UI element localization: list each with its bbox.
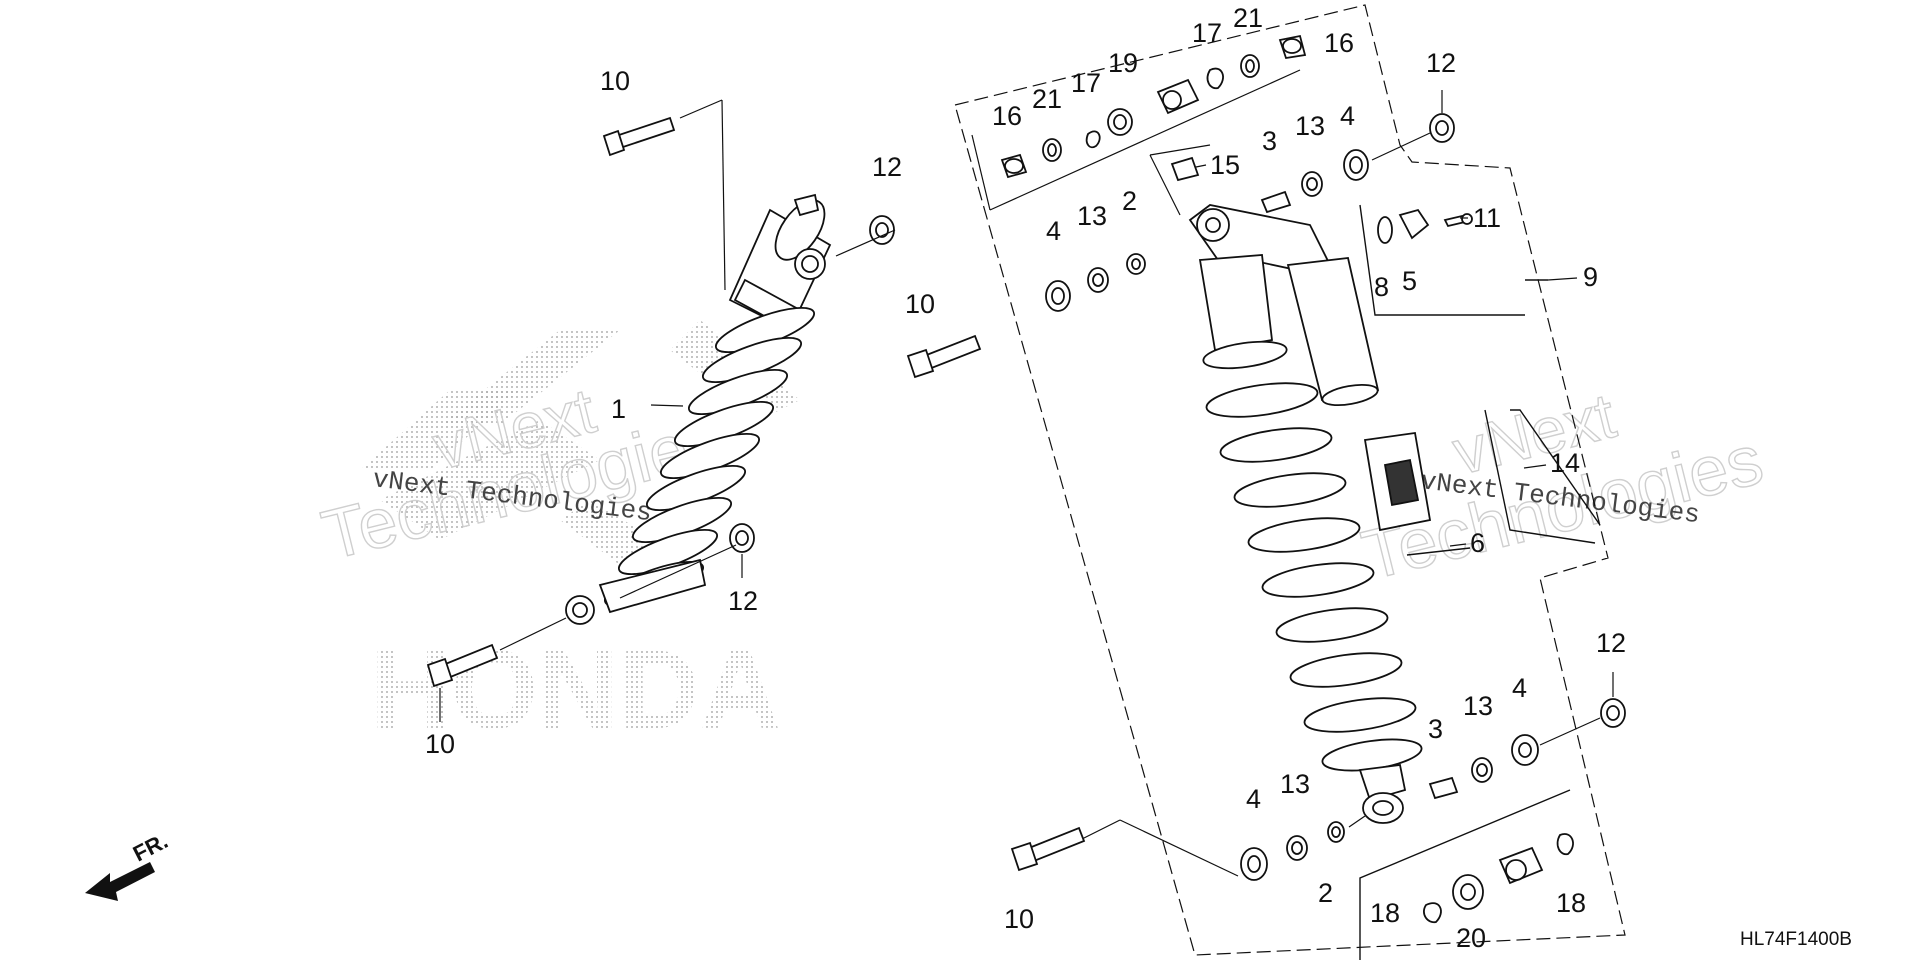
label-4-top: 4 — [1340, 101, 1355, 131]
label-18-left: 18 — [1370, 898, 1400, 928]
part-15-bushing — [1170, 156, 1200, 182]
label-3-lower: 3 — [1428, 714, 1443, 744]
label-17-a: 17 — [1071, 68, 1101, 98]
label-12-right-top: 12 — [1426, 48, 1456, 78]
label-13-upper-left: 13 — [1077, 201, 1107, 231]
label-1: 1 — [611, 394, 626, 424]
label-5: 5 — [1402, 266, 1417, 296]
upper-washers — [1045, 113, 1455, 312]
label-21-a: 21 — [1032, 84, 1062, 114]
label-8: 8 — [1374, 272, 1389, 302]
part-labels: 10 12 1 12 10 10 16 21 17 19 17 21 16 15… — [425, 3, 1626, 953]
label-15: 15 — [1210, 150, 1240, 180]
label-3-top: 3 — [1262, 126, 1277, 156]
lower-washers — [1240, 698, 1626, 881]
label-20: 20 — [1456, 923, 1486, 953]
label-2-lower: 2 — [1318, 878, 1333, 908]
label-10-bottom-left: 10 — [425, 729, 455, 759]
upper-right-axis — [1371, 90, 1443, 161]
exploded-kit-outline — [954, 4, 1626, 956]
label-13-lower-right: 13 — [1463, 691, 1493, 721]
leader-lines-left — [439, 99, 896, 722]
label-19: 19 — [1108, 48, 1138, 78]
bottom-group-box — [1359, 789, 1571, 960]
left-nut-lower — [729, 523, 755, 553]
label-18-right: 18 — [1556, 888, 1586, 918]
label-13-lower-left: 13 — [1280, 769, 1310, 799]
label-10-top: 10 — [600, 66, 630, 96]
adjuster-group-box — [1359, 204, 1548, 316]
watermarks: Technologies vNext vNext Technologies Te… — [314, 373, 1771, 595]
label-16-b: 16 — [1324, 28, 1354, 58]
label-10-bottom: 10 — [1004, 904, 1034, 934]
shock-absorber-assembled — [565, 193, 832, 625]
diagram-code: HL74F1400B — [1740, 929, 1852, 950]
label-12-top: 12 — [872, 152, 902, 182]
label-17-b: 17 — [1192, 18, 1222, 48]
label-4-upper-left: 4 — [1046, 216, 1061, 246]
spring-coils-right — [1202, 340, 1423, 772]
label-2-upper: 2 — [1122, 186, 1137, 216]
label-16-a: 16 — [992, 101, 1022, 131]
label-4-lower-left: 4 — [1246, 784, 1261, 814]
label-4-lower-right: 4 — [1512, 673, 1527, 703]
left-bolt-top — [602, 116, 676, 157]
shock-absorber-exploded — [1188, 204, 1432, 824]
decal-group-box — [1406, 409, 1601, 556]
left-bolt-lower — [426, 643, 499, 688]
top-hardware-row — [1000, 34, 1307, 179]
label-6: 6 — [1470, 528, 1485, 558]
label-14: 14 — [1550, 448, 1580, 478]
label-21-b: 21 — [1233, 3, 1263, 33]
fr-label: FR. — [129, 828, 172, 866]
mid-bolt — [906, 334, 982, 379]
label-9: 9 — [1583, 262, 1598, 292]
front-direction-arrow: FR. — [85, 828, 172, 901]
honda-brand-text: HONDA — [370, 627, 781, 752]
label-10-mid: 10 — [905, 289, 935, 319]
bottom-group-parts — [1423, 833, 1574, 924]
label-13-top: 13 — [1295, 111, 1325, 141]
top-hardware-rails — [971, 69, 1301, 216]
label-12-mid: 12 — [728, 586, 758, 616]
label-11: 11 — [1473, 203, 1501, 233]
label-12-right-bottom: 12 — [1596, 628, 1626, 658]
lower-bolt — [1010, 826, 1086, 872]
adjuster-parts — [1377, 208, 1473, 244]
label-leaders — [1195, 164, 1578, 547]
